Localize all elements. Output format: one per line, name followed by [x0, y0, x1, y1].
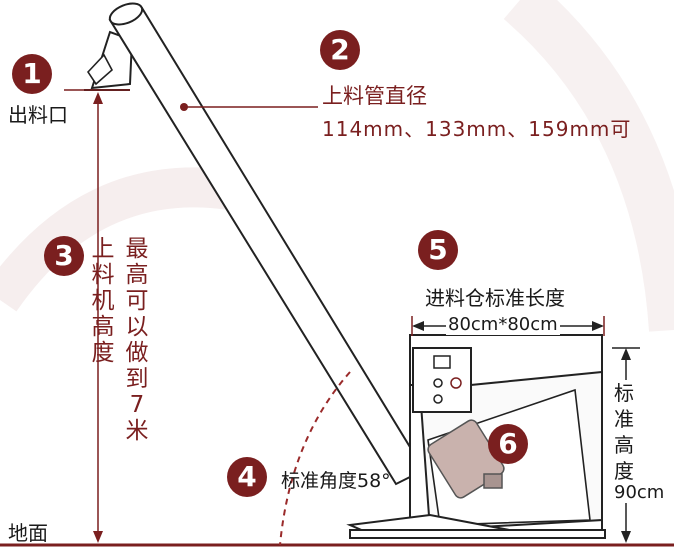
background-swoosh	[0, 167, 233, 312]
callout-badge-1: 1	[12, 54, 52, 94]
callout-badge-3: 3	[44, 236, 84, 276]
max-height-note: 最高可以做到7米	[125, 236, 149, 444]
hopper-length-value: 80cm*80cm	[446, 314, 560, 335]
hopper-height-label: 标准高度	[611, 380, 637, 484]
pipe-diameter-label: 上料管直径	[322, 84, 427, 108]
hopper-length-label: 进料仓标准长度	[425, 286, 565, 310]
outlet-spout	[84, 30, 134, 91]
machine-height-label: 上料机高度	[91, 236, 115, 366]
control-box	[412, 347, 472, 413]
pipe-diameter-value: 114mm、133mm、159mm可	[322, 117, 632, 141]
angle-arc	[279, 371, 351, 546]
height-dimension-arrow	[93, 92, 103, 543]
standard-angle-label: 标准角度58°	[281, 470, 391, 492]
background-swoosh-right	[503, 0, 674, 332]
ground-label: 地面	[8, 521, 48, 545]
callout-badge-6: 6	[488, 424, 528, 464]
outlet-label: 出料口	[8, 103, 68, 127]
callout-badge-4: 4	[227, 457, 267, 497]
conveyor-tube	[108, 2, 426, 486]
callout-badge-2: 2	[320, 30, 360, 70]
callout-badge-5: 5	[418, 230, 458, 270]
hopper-height-value: 90cm	[614, 482, 665, 503]
